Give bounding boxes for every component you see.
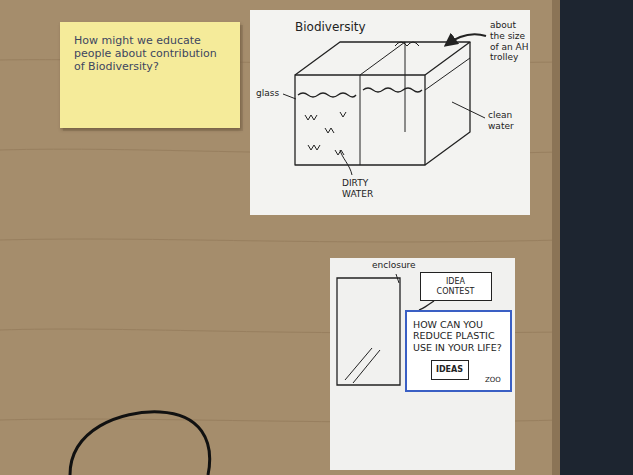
enclosure-sketch: [337, 278, 400, 385]
sketch-text: ZOO: [485, 376, 509, 384]
sketch-text: HOW CAN YOU REDUCE PLASTIC USE IN YOUR L…: [413, 319, 508, 353]
tag-string: [419, 301, 434, 310]
cable: [70, 412, 210, 475]
sketch-text: IDEAS: [434, 365, 465, 375]
sketch-text: IDEA CONTEST: [426, 277, 485, 296]
leader-line: [283, 94, 485, 283]
paper-sheet: [250, 10, 530, 215]
sticky-note: How might we educate people about contri…: [60, 22, 240, 128]
sketch-text: DIRTY WATER: [342, 178, 394, 200]
contest-tag: IDEA CONTEST: [420, 272, 492, 301]
sketch-text: glass: [256, 88, 286, 99]
sketch-text: Biodiversity: [295, 20, 395, 34]
paper-sheet: [330, 258, 515, 470]
sketch-text: enclosure: [372, 260, 432, 271]
sketch-text: clean water: [488, 110, 528, 132]
paper-sheet: enclosureIDEA CONTEST HOW CAN YOU REDUCE …: [330, 258, 515, 470]
dark-floor: [560, 0, 633, 475]
pointer-arrow: [446, 34, 486, 45]
poster-box: HOW CAN YOU REDUCE PLASTIC USE IN YOUR L…: [405, 310, 512, 392]
wooden-table: [0, 0, 560, 475]
ideas-box: IDEAS: [431, 360, 469, 380]
sketch-text: How might we educate people about contri…: [74, 34, 226, 74]
table-edge: [552, 0, 560, 475]
sketch-text: about the size of an AH trolley: [490, 20, 530, 63]
paper-sheet: Biodiversity about the size of an AH trol…: [250, 10, 530, 215]
aquarium-sketch: [295, 42, 470, 165]
